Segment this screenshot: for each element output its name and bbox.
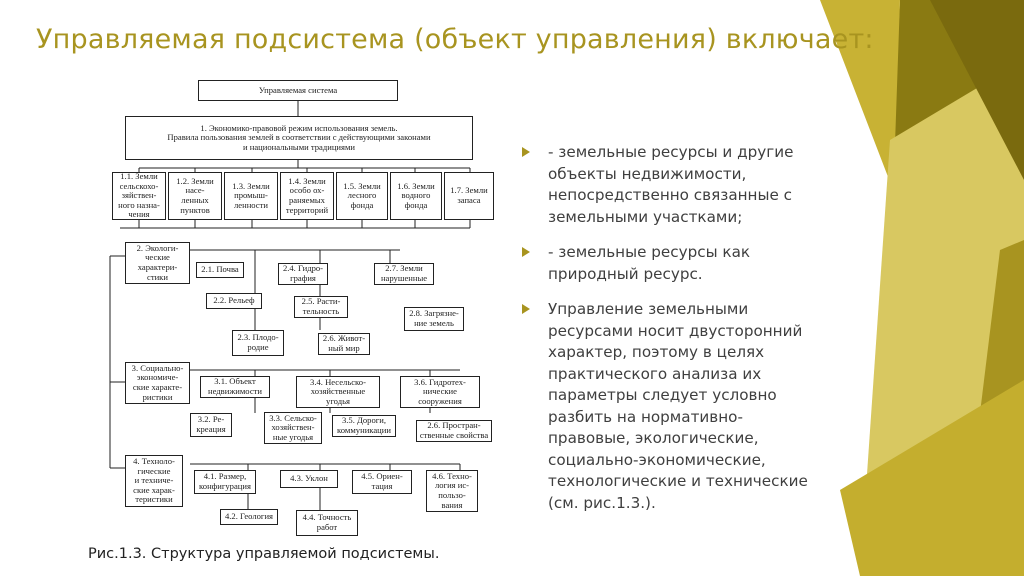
tech-item-6: 4.6. Техно- логия ис- пользо- вания [426,470,478,512]
soc-item-2: 3.2. Ре- креация [190,413,232,437]
bullet-text: - земельные ресурсы как природный ресурс… [548,243,751,283]
legal-item-1: 1.1. Земли сельскохо- зяйствен- ного наз… [112,172,166,220]
arrow-bullet-icon [522,247,530,257]
legal-item-4: 1.4. Земли особо ох- раняемых территорий [280,172,334,220]
bullet-text: - земельные ресурсы и другие объекты нед… [548,143,794,226]
technical-box: 4. Техноло- гические и техниче- ские хар… [125,455,183,507]
legal-item-5: 1.5. Земли лесного фонда [336,172,388,220]
tech-item-4: 4.4. Точность работ [296,510,358,536]
legal-regime-box: 1. Экономико-правовой режим использовани… [125,116,473,160]
soc-item-5: 3.5. Дороги, коммуникации [332,415,396,437]
eco-item-2: 2.2. Рельеф [206,293,262,309]
social-box: 3. Социально- экономиче- ские характе- р… [125,362,190,404]
slide-title: Управляемая подсистема (объект управлени… [36,24,874,55]
eco-item-4: 2.4. Гидро- графия [278,263,328,285]
tech-item-1: 4.1. Размер, конфигурация [194,470,256,494]
tech-item-5: 4.5. Ориен- тация [352,470,412,494]
soc-item-7: 2.6. Простран- ственные свойства [416,420,492,442]
legal-item-3: 1.3. Земли промыш- ленности [224,172,278,220]
structure-diagram: Управляемая система 1. Экономико-правово… [100,70,510,545]
soc-item-1: 3.1. Объект недвижимости [200,376,270,398]
bullet-item: - земельные ресурсы и другие объекты нед… [522,142,812,228]
arrow-bullet-icon [522,147,530,157]
legal-item-6: 1.6. Земли водного фонда [390,172,442,220]
eco-item-3: 2.3. Плодо- родие [232,330,284,356]
legal-item-7: 1.7. Земли запаса [444,172,494,220]
bullet-list: - земельные ресурсы и другие объекты нед… [522,142,812,528]
eco-item-6: 2.6. Живот- ный мир [318,333,370,355]
figure-caption: Рис.1.3. Структура управляемой подсистем… [88,546,440,562]
arrow-bullet-icon [522,304,530,314]
bullet-item: - земельные ресурсы как природный ресурс… [522,242,812,285]
soc-item-4: 3.4. Несельско- хозяйственные угодья [296,376,380,408]
soc-item-3: 3.3. Сельско- хозяйствен- ные угодья [264,412,322,444]
root-box: Управляемая система [198,80,398,101]
eco-item-1: 2.1. Почва [196,262,244,278]
legal-item-2: 1.2. Земли насе- ленных пунктов [168,172,222,220]
tech-item-3: 4.3. Уклон [280,470,338,488]
tech-item-2: 4.2. Геология [220,509,278,525]
ecological-box: 2. Экологи- ческие характери- стики [125,242,190,284]
bullet-text: Управление земельными ресурсами носит дв… [548,300,808,512]
eco-item-8: 2.8. Загрязне- ние земель [404,307,464,331]
bullet-item: Управление земельными ресурсами носит дв… [522,299,812,514]
eco-item-5: 2.5. Расти- тельность [294,296,348,318]
eco-item-7: 2.7. Земли нарушенные [374,263,434,285]
soc-item-6: 3.6. Гидротех- нические сооружения [400,376,480,408]
